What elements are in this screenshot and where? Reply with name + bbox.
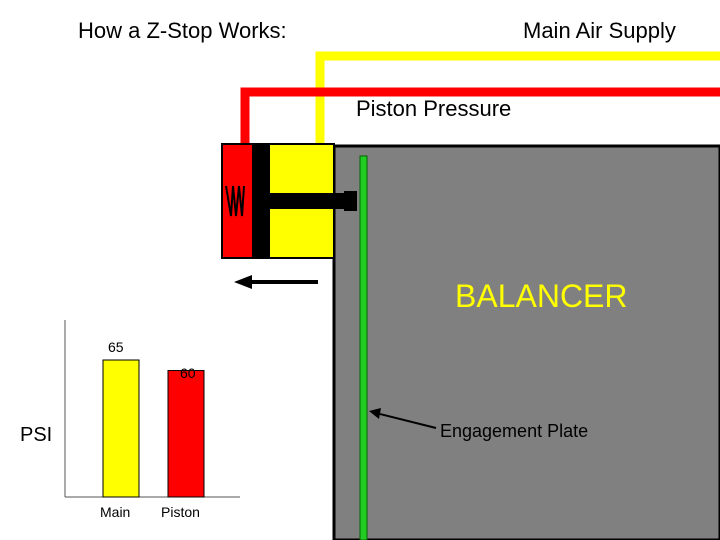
bar-piston [167,370,205,498]
balancer-label: BALANCER [455,278,628,314]
piston-stop [344,191,357,211]
engagement-pointer-line [379,413,437,429]
piston-pressure-label: Piston Pressure [356,96,512,121]
main-air-supply-label: Main Air Supply [523,18,676,43]
bar-value-label-piston: 60 [180,365,196,381]
bar-category-label-main: Main [100,504,131,520]
balancer-body [332,144,720,540]
piston-rod [252,193,348,209]
bar-category-label-piston: Piston [161,504,200,520]
bar-main [102,359,140,498]
spring-icon [225,185,245,217]
pointer-arrowhead-icon [369,408,381,419]
bar-value-label-main: 65 [108,339,124,355]
engagement-plate-label: Engagement Plate [440,421,589,441]
arrow-left-icon [234,275,252,289]
main-air-supply-line [315,51,720,148]
piston-pressure-line [240,87,720,148]
psi-bar-chart [64,320,240,498]
chart-y-axis-label: PSI [20,424,53,446]
engagement-plate [359,155,368,540]
diagram-title: How a Z-Stop Works: [78,18,287,43]
